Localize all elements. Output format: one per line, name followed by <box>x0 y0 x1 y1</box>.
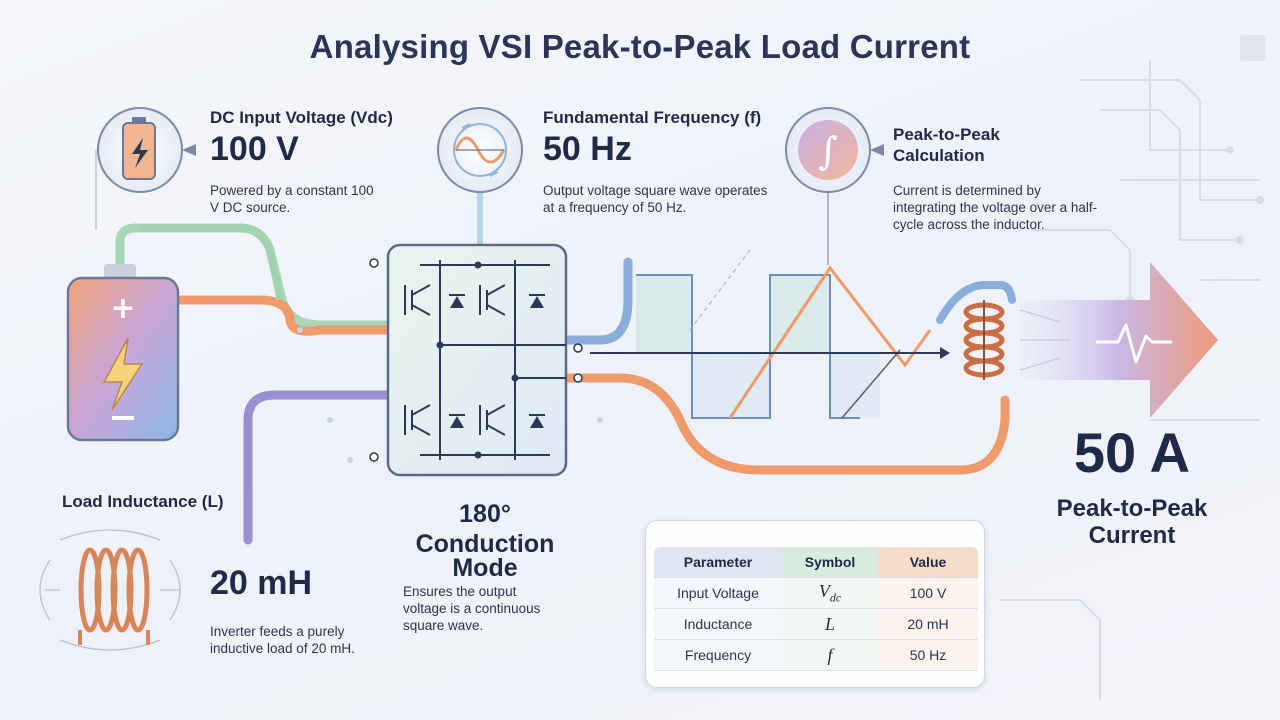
integral-icon-circle: ∫ <box>785 107 884 193</box>
inverter-bridge <box>369 243 583 477</box>
cell-parameter: Inductance <box>654 609 782 640</box>
conduction-mode-line1: 180° <box>459 500 511 528</box>
cell-symbol: L <box>782 609 878 640</box>
pulse-icon <box>1096 323 1172 364</box>
sine-wave-icon-circle <box>437 107 523 193</box>
load-inductance-value: 20 mH <box>210 564 313 602</box>
parameter-table-panel: Parameter Symbol Value Input Voltage Vdc… <box>645 520 985 688</box>
header-value: Value <box>878 547 978 578</box>
peak-calc-description: Current is determined by integrating the… <box>893 183 1098 232</box>
dc-input-description: Powered by a constant 100 V DC source. <box>210 183 374 215</box>
dc-source-battery: + <box>66 264 180 442</box>
parameter-table: Parameter Symbol Value Input Voltage Vdc… <box>654 547 978 671</box>
cell-value: 50 Hz <box>878 640 978 671</box>
table-row: Inductance L 20 mH <box>654 609 978 640</box>
frequency-label: Fundamental Frequency (f) <box>543 108 762 127</box>
peak-calc-label-line2: Calculation <box>893 146 985 165</box>
frequency-value: 50 Hz <box>543 130 632 168</box>
load-inductance-label: Load Inductance (L) <box>62 492 224 511</box>
conduction-mode-line2: Conduction <box>415 530 555 558</box>
table-row: Input Voltage Vdc 100 V <box>654 578 978 609</box>
cell-parameter: Input Voltage <box>654 578 782 609</box>
result-label-line1: Peak-to-Peak <box>1056 495 1208 522</box>
cell-parameter: Frequency <box>654 640 782 671</box>
dc-input-value: 100 V <box>210 130 299 168</box>
page-title: Analysing VSI Peak-to-Peak Load Current <box>309 28 971 65</box>
dc-input-label: DC Input Voltage (Vdc) <box>210 108 393 127</box>
result-label-line2: Current <box>1088 522 1176 549</box>
conduction-mode-line3: Mode <box>452 554 518 582</box>
pcb-traces <box>1000 60 1260 700</box>
wire-orange-out <box>561 373 1010 475</box>
pcb-pads <box>1126 35 1266 304</box>
conduction-mode-description: Ensures the output voltage is a continuo… <box>403 584 541 633</box>
cell-value: 20 mH <box>878 609 978 640</box>
output-inductor-coil <box>963 300 1005 380</box>
load-inductance-description: Inverter feeds a purely inductive load o… <box>210 624 355 656</box>
cell-value: 100 V <box>878 578 978 609</box>
svg-text:+: + <box>110 291 135 326</box>
wire-orange-in <box>173 295 395 336</box>
table-row: Frequency f 50 Hz <box>654 640 978 671</box>
cell-symbol: f <box>782 640 878 671</box>
battery-icon-circle <box>97 107 196 193</box>
svg-text:∫: ∫ <box>818 129 838 173</box>
wire-purple-in <box>243 390 395 545</box>
header-symbol: Symbol <box>782 547 878 578</box>
symbol-vdc: Vdc <box>818 580 842 605</box>
result-value: 50 A <box>1073 421 1191 484</box>
frequency-description: Output voltage square wave operates at a… <box>543 183 768 215</box>
peak-calc-label-line1: Peak-to-Peak <box>893 125 1000 144</box>
table-header-row: Parameter Symbol Value <box>654 547 978 578</box>
output-arrow <box>1019 262 1218 418</box>
output-waveform <box>590 249 950 419</box>
cell-symbol: Vdc <box>782 578 878 609</box>
wire-blue-out <box>561 257 633 345</box>
header-parameter: Parameter <box>654 547 782 578</box>
load-inductor <box>39 529 181 651</box>
